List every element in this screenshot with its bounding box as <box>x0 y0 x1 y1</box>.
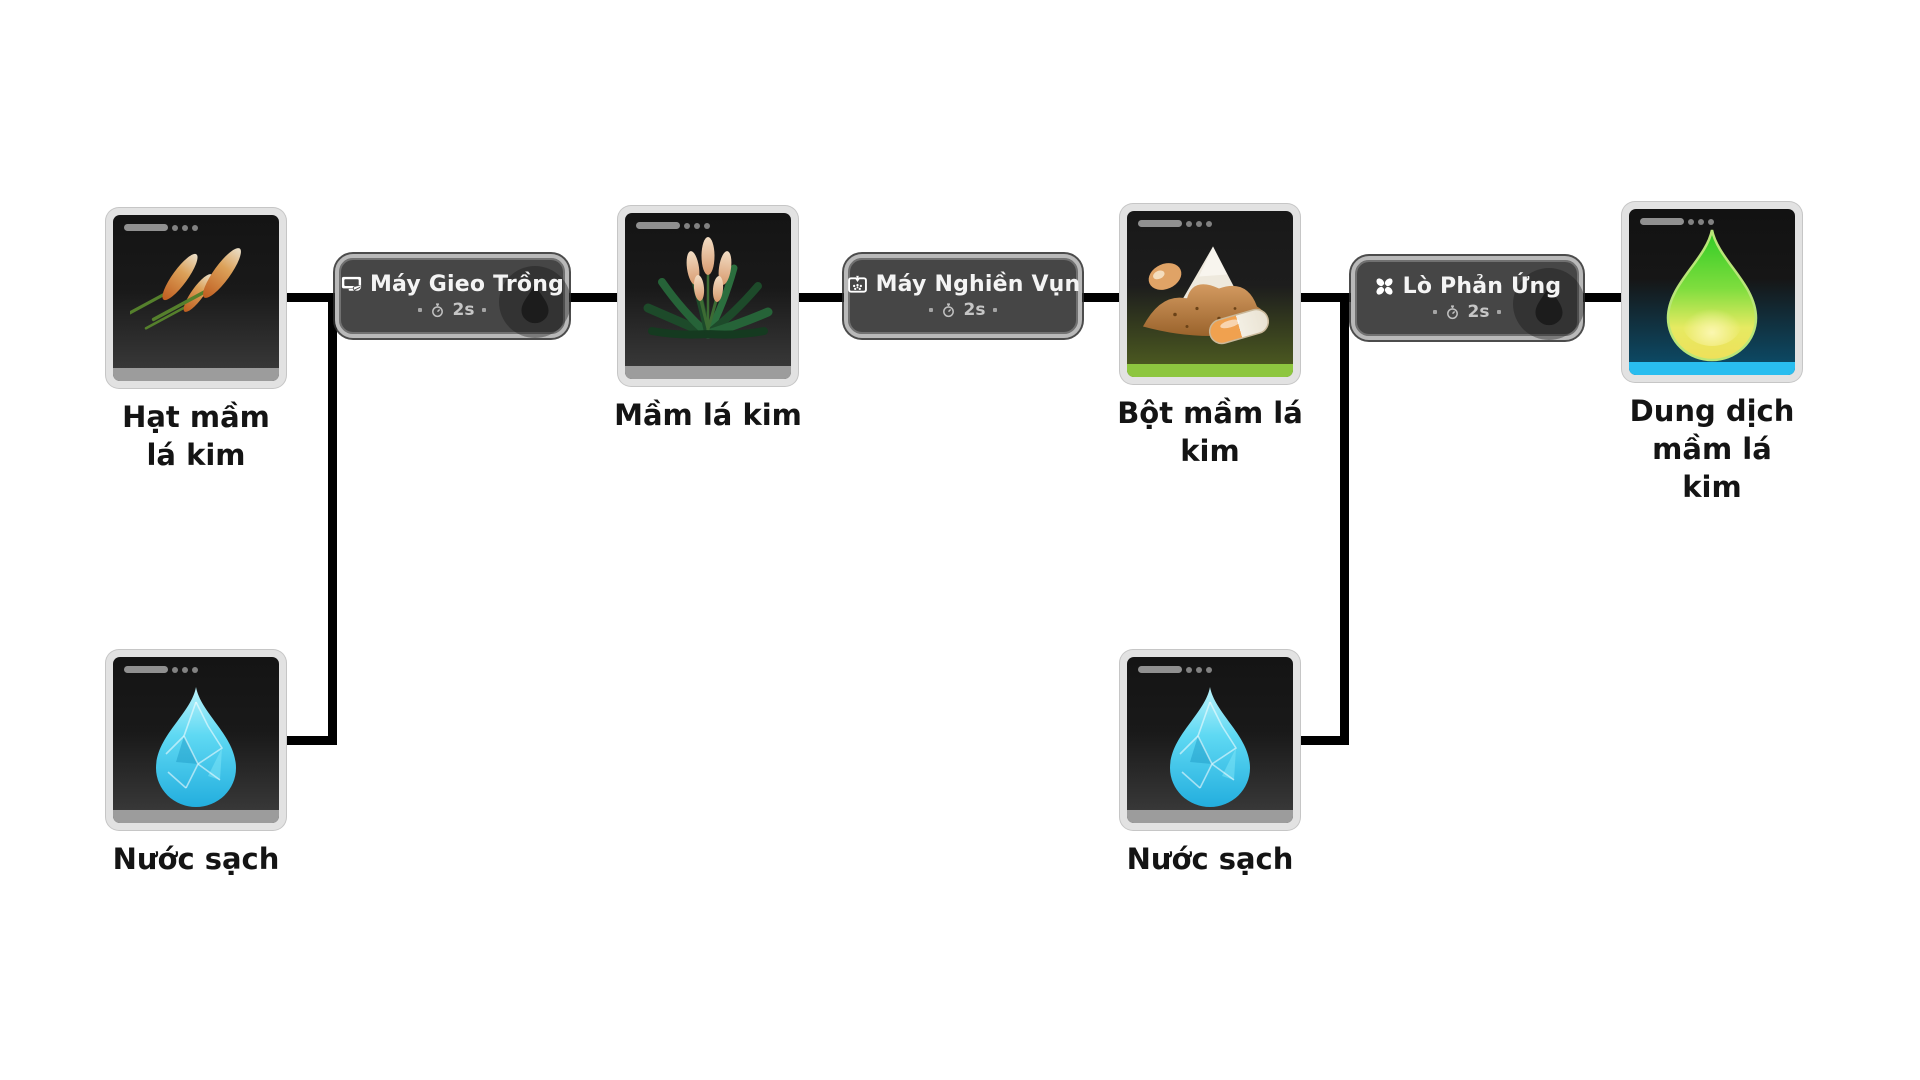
chrome-dot <box>182 224 188 231</box>
item-label-bot-mam-la-kim: Bột mầm lá kim <box>1117 396 1303 468</box>
card-footer-bar <box>113 368 279 381</box>
chrome-dot <box>1206 220 1212 227</box>
drop-watermark-icon <box>1513 268 1585 340</box>
connector-line <box>1066 293 1126 302</box>
item-image-frame <box>113 657 279 823</box>
machine-node-lo-phan-ung[interactable]: Lò Phản Ứng 2s <box>1351 256 1585 340</box>
chrome-dot <box>1186 666 1192 673</box>
machine-label: Máy Nghiền Vụn <box>875 272 1081 297</box>
item-card-dung-dich-mam-la-kim[interactable] <box>1622 202 1802 382</box>
item-image-frame <box>625 213 791 379</box>
item-card-bot-mam-la-kim[interactable] <box>1120 204 1300 384</box>
item-label-nuoc-sach-1: Nước sạch <box>112 842 280 876</box>
item-card-mam-la-kim[interactable] <box>618 206 798 386</box>
window-chrome <box>1640 218 1714 225</box>
item-image-frame <box>1127 657 1293 823</box>
tick-dot <box>928 308 933 312</box>
machine-label: Máy Gieo Trồng <box>369 272 565 297</box>
stopwatch-icon <box>1446 304 1458 319</box>
chrome-dot <box>1708 218 1714 225</box>
window-chrome <box>636 222 710 229</box>
planter-machine-icon <box>341 276 362 292</box>
window-chrome <box>1138 666 1212 673</box>
window-chrome <box>1138 220 1212 227</box>
connector-line <box>1340 293 1349 745</box>
machine-time-value: 2s <box>963 300 986 320</box>
solution-droplet-icon <box>1666 230 1758 362</box>
seed-icon <box>130 235 249 347</box>
chrome-dot <box>1698 218 1704 225</box>
chrome-dot <box>1196 220 1202 227</box>
chrome-dot <box>704 222 710 229</box>
drop-watermark-icon <box>499 266 571 338</box>
card-footer-bar <box>1127 810 1293 823</box>
chrome-dot <box>172 666 178 673</box>
connector-line <box>328 293 337 745</box>
connector-line <box>278 293 342 302</box>
item-label-hat-mam-la-kim: Hạt mầm lá kim <box>122 400 270 472</box>
item-label-nuoc-sach-2: Nước sạch <box>1126 842 1294 876</box>
item-label-mam-la-kim: Mầm lá kim <box>614 398 802 432</box>
chrome-dot <box>192 224 198 231</box>
chrome-dot <box>182 666 188 673</box>
machine-label: Lò Phản Ứng <box>1402 274 1562 299</box>
sprout-plant-icon <box>643 237 773 339</box>
item-card-nuoc-sach-1[interactable] <box>106 650 286 830</box>
reactor-fan-icon <box>1376 278 1393 295</box>
chrome-dot <box>684 222 690 229</box>
stopwatch-icon <box>431 302 443 317</box>
window-chrome <box>124 666 198 673</box>
tick-dot <box>1432 310 1437 314</box>
chrome-dot <box>192 666 198 673</box>
item-image-frame <box>113 215 279 381</box>
connector-line <box>1568 293 1630 302</box>
chrome-dot <box>1186 220 1192 227</box>
powder-pile-icon <box>1143 246 1270 345</box>
chrome-pill <box>1138 220 1182 227</box>
chrome-dot <box>1196 666 1202 673</box>
machine-node-may-gieo-trong[interactable]: Máy Gieo Trồng 2s <box>335 254 571 338</box>
connector-line <box>1294 293 1358 302</box>
card-footer-bar <box>113 810 279 823</box>
item-card-nuoc-sach-2[interactable] <box>1120 650 1300 830</box>
chrome-dot <box>1206 666 1212 673</box>
connector-line <box>1294 736 1349 745</box>
item-image-frame <box>1629 209 1795 375</box>
card-footer-bar <box>1629 362 1795 375</box>
chrome-pill <box>1138 666 1182 673</box>
item-card-hat-mam-la-kim[interactable] <box>106 208 286 388</box>
item-label-dung-dich-mam-la-kim: Dung dịch mầm lá kim <box>1629 394 1795 504</box>
tick-dot <box>993 308 998 312</box>
chrome-dot <box>1688 218 1694 225</box>
tick-dot <box>482 308 487 312</box>
machine-time: 2s <box>1432 302 1502 322</box>
chrome-pill <box>124 224 168 231</box>
tick-dot <box>1497 310 1502 314</box>
machine-time: 2s <box>417 300 487 320</box>
tick-dot <box>417 308 422 312</box>
water-droplet-icon <box>156 687 236 808</box>
water-droplet-icon <box>1170 687 1250 808</box>
connector-line <box>556 293 624 302</box>
chrome-pill <box>124 666 168 673</box>
machine-time-value: 2s <box>1467 302 1490 322</box>
connector-line <box>278 736 337 745</box>
connector-line <box>792 293 852 302</box>
machine-time-value: 2s <box>452 300 475 320</box>
machine-time: 2s <box>928 300 998 320</box>
machine-node-may-nghien-vun[interactable]: Máy Nghiền Vụn 2s <box>844 254 1082 338</box>
chrome-dot <box>694 222 700 229</box>
card-footer-bar <box>625 366 791 379</box>
item-image-frame <box>1127 211 1293 377</box>
chrome-pill <box>636 222 680 229</box>
crusher-machine-icon <box>847 275 867 293</box>
chrome-pill <box>1640 218 1684 225</box>
window-chrome <box>124 224 198 231</box>
stopwatch-icon <box>942 302 954 317</box>
chrome-dot <box>172 224 178 231</box>
card-footer-bar <box>1127 364 1293 377</box>
